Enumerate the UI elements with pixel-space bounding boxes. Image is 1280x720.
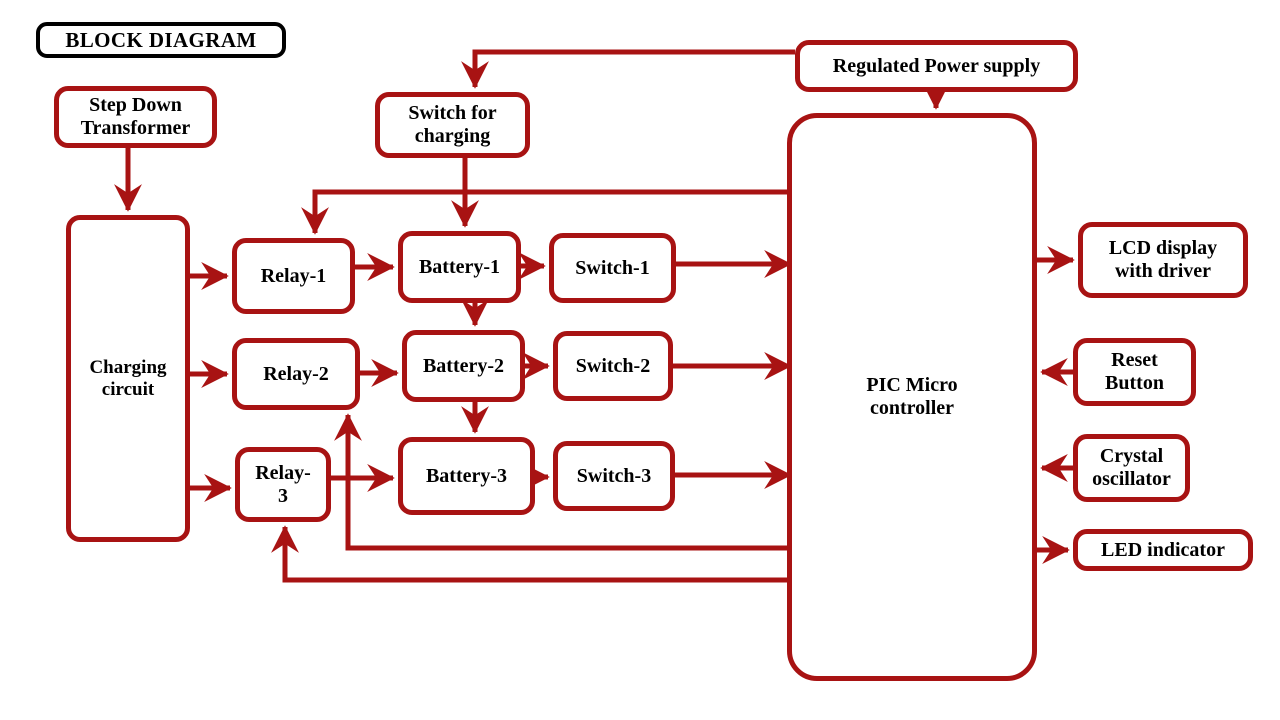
block-step-down-transformer[interactable]: Step Down Transformer — [54, 86, 217, 148]
block-battery-1-label: Battery-1 — [418, 255, 501, 278]
block-relay-3-label: Relay- 3 — [255, 461, 311, 507]
block-lcd-display[interactable]: LCD display with driver — [1078, 222, 1248, 298]
block-pic-microcontroller[interactable]: PIC Micro controller — [787, 113, 1037, 681]
block-reset-button[interactable]: Reset Button — [1073, 338, 1196, 406]
block-regulated-power-supply[interactable]: Regulated Power supply — [795, 40, 1078, 92]
block-pic-microcontroller-label: PIC Micro controller — [866, 374, 958, 419]
wire-pic-to-relay1 — [301, 189, 787, 235]
wire-pic-to-relay3 — [271, 525, 787, 583]
block-battery-3[interactable]: Battery-3 — [398, 437, 535, 515]
block-charging-circuit-label: Charging circuit — [89, 356, 167, 400]
block-switch-2-label: Switch-2 — [575, 354, 651, 377]
block-switch-1-label: Switch-1 — [575, 256, 650, 279]
block-relay-1-label: Relay-1 — [260, 264, 327, 287]
block-relay-2-label: Relay-2 — [263, 362, 329, 385]
block-battery-2-label: Battery-2 — [422, 354, 505, 377]
block-regulated-power-supply-label: Regulated Power supply — [832, 54, 1041, 77]
diagram-title-label: BLOCK DIAGRAM — [65, 27, 257, 52]
block-relay-1[interactable]: Relay-1 — [232, 238, 355, 314]
block-switch-for-charging[interactable]: Switch for charging — [375, 92, 530, 158]
block-crystal-oscillator-label: Crystal oscillator — [1092, 445, 1171, 490]
block-battery-2[interactable]: Battery-2 — [402, 330, 525, 402]
wire-pic-to-relay2 — [334, 413, 787, 551]
block-battery-1[interactable]: Battery-1 — [398, 231, 521, 303]
block-crystal-oscillator[interactable]: Crystal oscillator — [1073, 434, 1190, 502]
diagram-title-box: BLOCK DIAGRAM — [36, 22, 286, 58]
block-switch-2[interactable]: Switch-2 — [553, 331, 673, 401]
block-switch-3[interactable]: Switch-3 — [553, 441, 675, 511]
block-reset-button-label: Reset Button — [1105, 349, 1164, 394]
wire-power-to-switch-charging — [461, 49, 795, 89]
block-charging-circuit[interactable]: Charging circuit — [66, 215, 190, 542]
block-switch-3-label: Switch-3 — [576, 464, 652, 487]
block-led-indicator[interactable]: LED indicator — [1073, 529, 1253, 571]
block-relay-3[interactable]: Relay- 3 — [235, 447, 331, 522]
block-step-down-transformer-label: Step Down Transformer — [80, 94, 191, 139]
block-switch-for-charging-label: Switch for charging — [408, 102, 497, 147]
block-led-indicator-label: LED indicator — [1101, 538, 1225, 561]
block-lcd-display-label: LCD display with driver — [1108, 237, 1218, 282]
block-battery-3-label: Battery-3 — [425, 464, 508, 487]
block-switch-1[interactable]: Switch-1 — [549, 233, 676, 303]
block-relay-2[interactable]: Relay-2 — [232, 338, 360, 410]
